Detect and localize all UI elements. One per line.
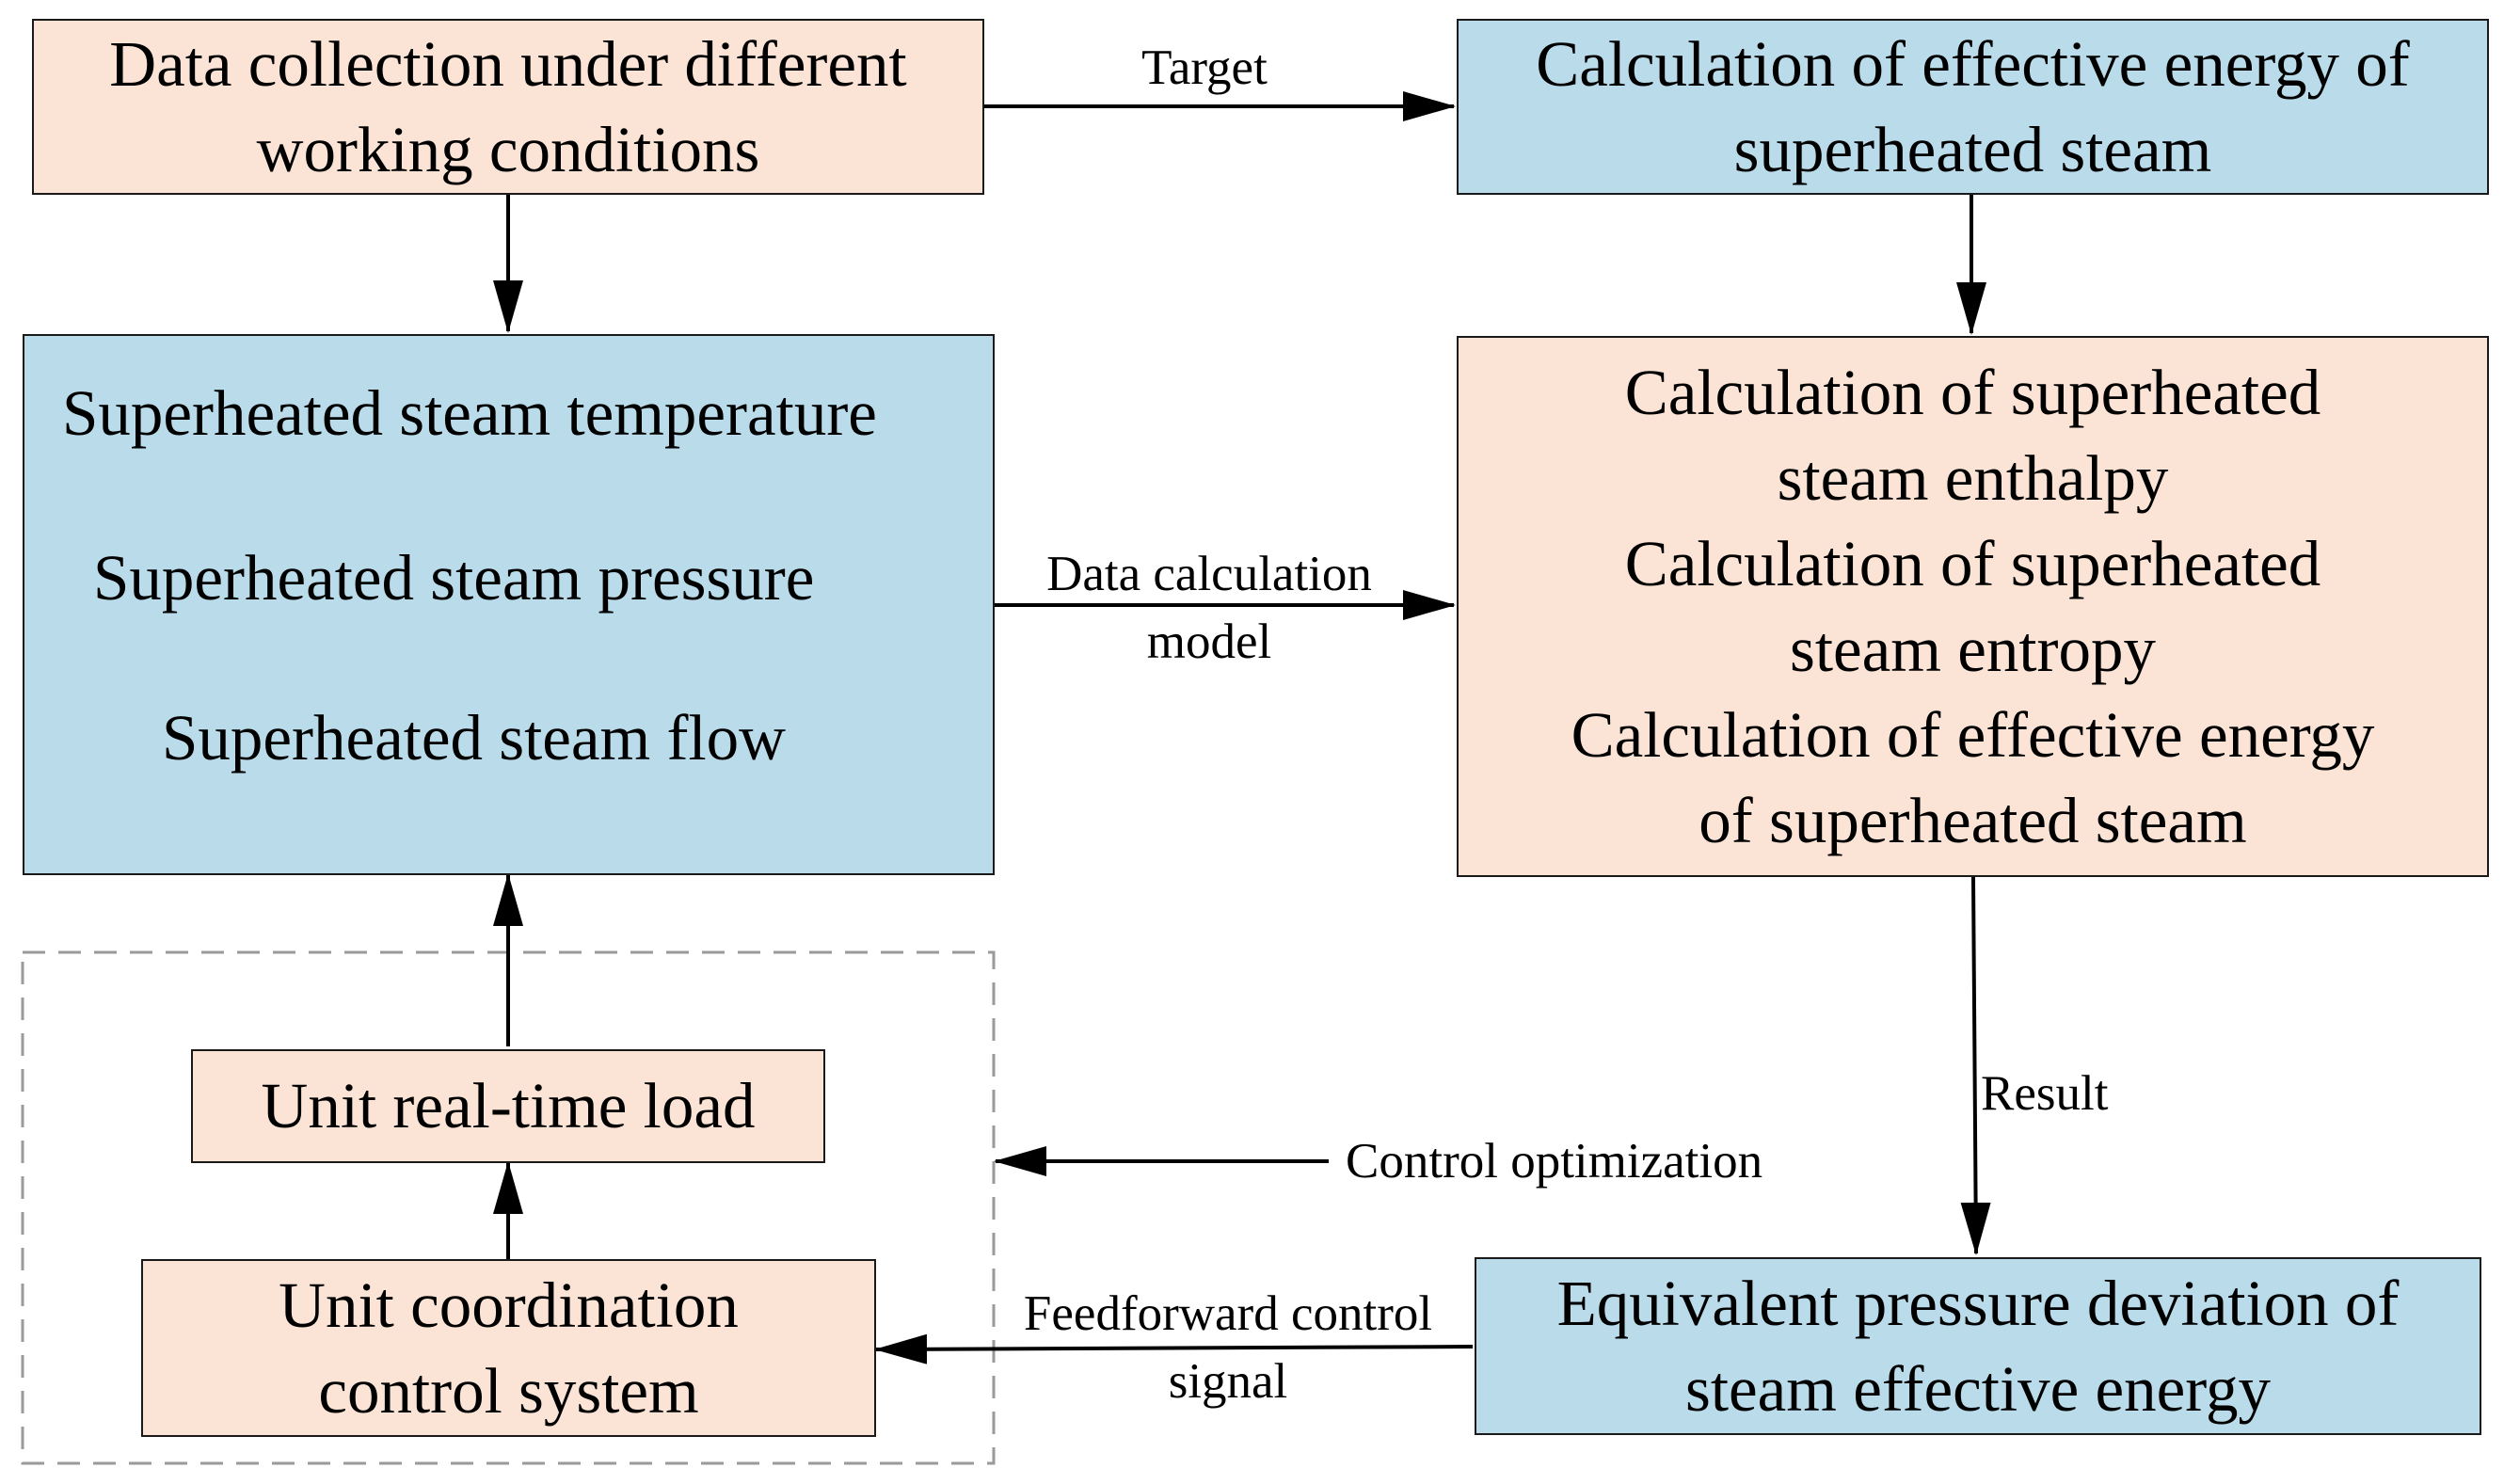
realtime-load-label: Unit real-time load	[261, 1070, 756, 1141]
data-collection-line-2: working conditions	[256, 113, 760, 185]
calculations-box: Calculation of superheated steam enthalp…	[1457, 336, 2489, 877]
calc-entropy-line-2: steam entropy	[1790, 613, 2156, 685]
data-collection-box: Data collection under different working …	[32, 19, 984, 195]
calc-entropy-line-1: Calculation of superheated	[1624, 527, 2321, 599]
calc-effective-energy-line-2: of superheated steam	[1699, 784, 2247, 856]
edge-label-feedforward: Feedforward control	[1023, 1286, 1433, 1341]
coordination-line-1: Unit coordination	[279, 1269, 739, 1341]
effective-energy-calc-line-2: superheated steam	[1733, 113, 2212, 185]
calc-enthalpy-line-1: Calculation of superheated	[1624, 356, 2321, 428]
effective-energy-calc-line-1: Calculation of effective energy of	[1536, 27, 2410, 100]
steam-temperature-label: Superheated steam temperature	[62, 377, 877, 449]
edge-label-result: Result	[1981, 1066, 2109, 1121]
calc-effective-energy-line-1: Calculation of effective energy	[1571, 698, 2375, 771]
edge-label-signal: signal	[1168, 1354, 1288, 1409]
edge-label-data-calculation: Data calculation	[1046, 547, 1372, 601]
edge-label-control-optimization: Control optimization	[1346, 1134, 1763, 1189]
pressure-deviation-line-1: Equivalent pressure deviation of	[1556, 1267, 2400, 1339]
effective-energy-calc-box: Calculation of effective energy of super…	[1457, 19, 2489, 195]
edge-label-target: Target	[1141, 40, 1268, 95]
arrow-result	[1960, 876, 1991, 1255]
steam-pressure-label: Superheated steam pressure	[93, 542, 815, 614]
pressure-deviation-box: Equivalent pressure deviation of steam e…	[1475, 1257, 2481, 1435]
edge-label-model: model	[1146, 614, 1272, 669]
pressure-deviation-line-2: steam effective energy	[1685, 1352, 2271, 1425]
coordination-control-box: Unit coordination control system	[141, 1259, 876, 1437]
calc-enthalpy-line-2: steam enthalpy	[1777, 441, 2169, 514]
arrow-feedforward	[874, 1333, 1474, 1364]
steam-flow-label: Superheated steam flow	[162, 702, 786, 774]
realtime-load-box: Unit real-time load	[191, 1049, 825, 1163]
coordination-line-2: control system	[318, 1354, 699, 1427]
data-collection-line-1: Data collection under different	[109, 27, 907, 100]
